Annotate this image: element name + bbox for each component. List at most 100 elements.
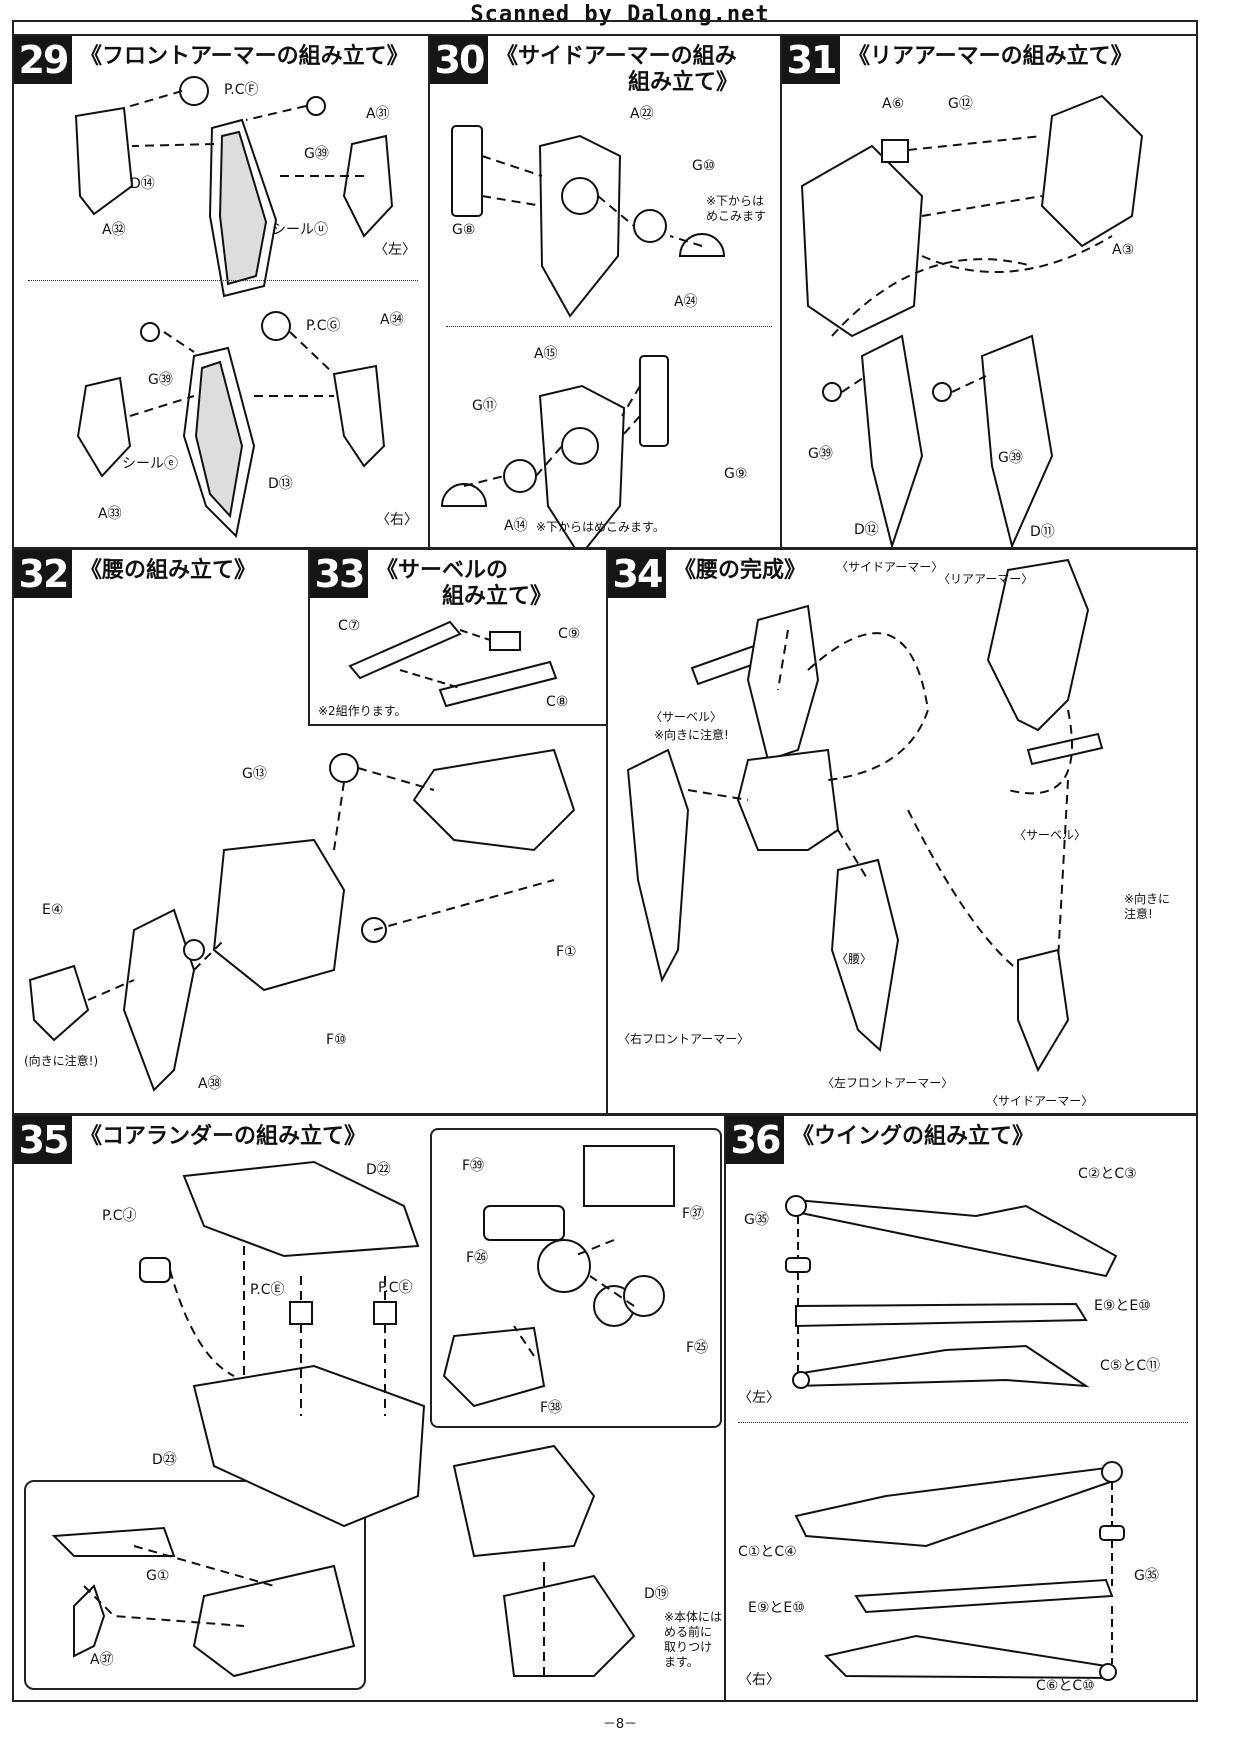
step-34-panel: 34 《腰の完成》 〈サイドアーマー〉 〈リアアーマー〉 〈サーベル〉 ※向きに… [606,548,1198,1115]
part-a32 [74,106,134,216]
step-29-title: 《フロントアーマーの組み立て》 [80,44,409,69]
label-g9: G⑨ [724,466,748,482]
right-front-armor: 〈右フロントアーマー〉 [618,1032,750,1046]
step-33-panel: 33 《サーベルの 組み立て》 C⑦ C⑨ C⑧ ※2組作ります。 [308,548,608,726]
label-pcg: P.CⒼ [306,318,341,334]
caution: (向きに注意!) [24,1054,99,1068]
side-armor-top: 〈サイドアーマー〉 [836,560,944,574]
step-32-illustration [28,748,576,1092]
note-1: ※下からは めこみます [706,194,767,223]
label-d11: D⑪ [1030,524,1055,540]
part-a38 [122,908,196,1092]
label-d13: D⑬ [268,476,293,492]
label-e9e10a: E⑨とE⑩ [1094,1298,1151,1314]
label-a38: A㊳ [198,1076,222,1092]
step-29-panel: 29 《フロントアーマーの組み立て》 P.CⒻ [12,34,430,549]
part-g11 [503,459,537,493]
label-c8: C⑧ [546,694,569,710]
step-36-number: 36 [726,1116,784,1164]
step-31-title: 《リアアーマーの組み立て》 [848,44,1133,69]
label-g11: G⑪ [472,398,497,414]
label-a14: A⑭ [504,518,528,534]
caution-left: ※向きに注意! [654,728,729,742]
label-seal-e: シールⓔ [122,456,178,472]
step-35-title: 《コアランダーの組み立て》 [80,1124,367,1149]
label-a6: A⑥ [882,96,905,112]
label-pcj: P.CⒿ [102,1208,137,1224]
label-g39b: G㊴ [148,372,173,388]
step-30-panel: 30 《サイドアーマーの組み 組み立て》 A㉒ G⑩ ※下からは [428,34,782,549]
label-right: 〈右〉 [738,1672,780,1688]
label-pce2: P.CⒺ [378,1280,413,1296]
label-d14: D⑭ [130,176,155,192]
step-33-number: 33 [310,550,368,598]
part-f38 [442,1326,546,1408]
step-36-illustration [785,1195,1125,1681]
part-f39 [483,1205,565,1241]
part-d11 [980,334,1054,547]
part-g39 [306,96,326,116]
label-a15: A⑮ [534,346,558,362]
label-d12: D⑫ [854,522,879,538]
part-c5c11 [795,1344,1090,1388]
label-right: 〈右〉 [376,512,418,528]
part-d22 [182,1160,420,1258]
caution-right: ※向きに 注意! [1124,892,1171,921]
engine-inset [430,1128,722,1428]
side-armor-bottom: 〈サイドアーマー〉 [986,1094,1094,1108]
label-g10: G⑩ [692,158,716,174]
part-d19 [502,1574,636,1677]
label-g1: G① [146,1568,170,1584]
step-33-title: 《サーベルの 組み立て》 [376,558,553,609]
label-d22: D㉒ [366,1162,391,1178]
label-f1: F① [556,944,577,960]
label-c7: C⑦ [338,618,361,634]
part-g35b [1099,1525,1125,1541]
part-e4 [28,964,90,1042]
step-36-panel: 36 《ウイングの組み立て》 C②とC③ G㉟ [724,1114,1198,1702]
note-2: ※下からはめこみます。 [536,520,665,534]
saber-left: 〈サーベル〉 [650,710,723,724]
label-a3: A③ [1112,242,1135,258]
part-g9 [639,355,669,447]
part-right-front [626,748,690,983]
divider [446,326,772,327]
label-pce1: P.CⒺ [250,1282,285,1298]
page-number: －8－ [602,1717,638,1732]
part-f10 [212,838,346,992]
part-c7 [348,620,462,680]
label-c2c3: C②とC③ [1078,1166,1137,1182]
part-pce2 [373,1301,397,1325]
label-d23: D㉓ [152,1452,177,1468]
saber-right: 〈サーベル〉 [1014,828,1087,842]
part-g1 [51,1526,176,1557]
step-31-panel: 31 《リアアーマーの組み立て》 A⑥ G⑫ A③ G㊴ G㊴ D⑫ D⑪ [780,34,1198,549]
part-engine-assembly [452,1444,596,1558]
part-saber-right [1026,732,1104,766]
divider [28,280,418,281]
part-g35a [785,1257,811,1273]
pilot-inset [24,1480,366,1690]
label-e4: E④ [42,902,64,918]
waist: 〈腰〉 [836,952,873,966]
note: ※2組作ります。 [318,704,407,718]
label-f38: F㊳ [540,1400,563,1416]
part-g39b [140,322,160,342]
label-f10: F⑩ [326,1032,347,1048]
step-30-illustration [440,125,726,547]
part-e9e10a [795,1302,1088,1328]
label-a22: A㉒ [630,106,654,122]
step-33-illustration [348,620,558,708]
label-a31: A㉛ [366,106,390,122]
part-g12 [881,139,909,163]
label-d19: D⑲ [644,1586,669,1602]
part-c2c3 [795,1198,1118,1278]
part-g39a [822,382,842,402]
label-c9: C⑨ [558,626,581,642]
step-35-illustration [51,1145,675,1678]
label-c1c4: C①とC④ [738,1544,797,1560]
label-g13: G⑬ [242,766,267,782]
rear-armor: 〈リアアーマー〉 [938,572,1034,586]
part-e9e10b [854,1578,1114,1614]
part-c9 [489,631,521,651]
